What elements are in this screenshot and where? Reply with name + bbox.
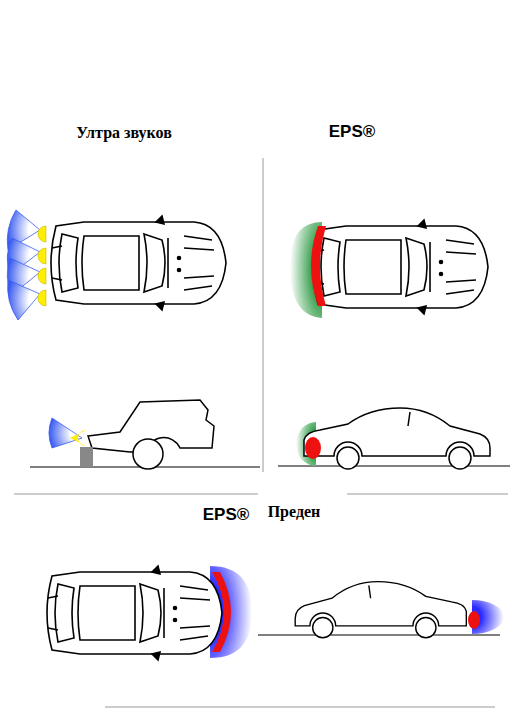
position-heading: Преден (268, 503, 321, 521)
brand-heading: EPS® (203, 505, 250, 525)
brand-heading: EPS® (329, 122, 376, 142)
method-heading: Ултра звуков (76, 124, 172, 142)
